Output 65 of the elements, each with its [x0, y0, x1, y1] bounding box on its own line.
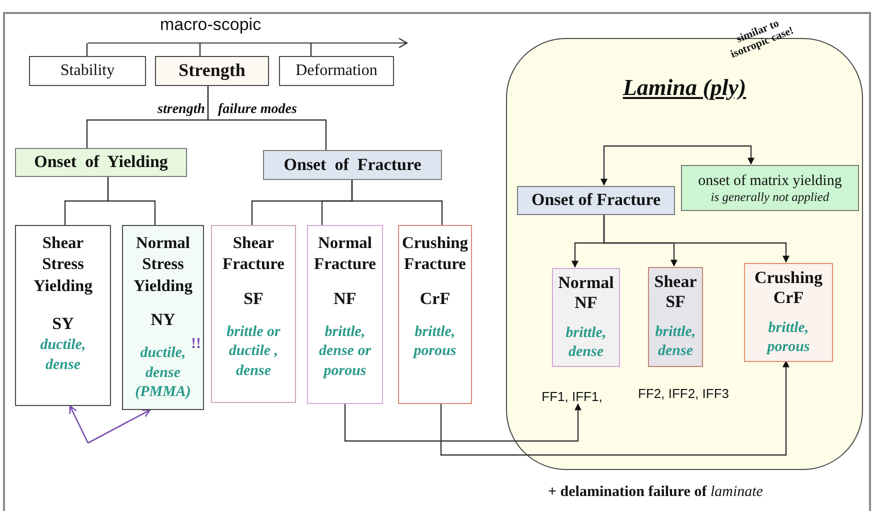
mode-title: Normal Fracture — [313, 232, 377, 275]
box-label: Stability — [60, 62, 115, 80]
group-box — [517, 186, 675, 215]
note-title: onset of matrix yielding — [698, 172, 842, 190]
mode-abbreviation: SY — [52, 314, 74, 334]
criteria-text: FF1, IFF1, — [542, 388, 602, 404]
box-label: Strength — [178, 61, 246, 81]
mode-abbreviation: CrF — [420, 288, 450, 309]
material-note: brittle, porous — [765, 318, 811, 358]
group-box — [15, 148, 187, 177]
mode-title: Shear Stress Yielding — [32, 232, 94, 296]
material-note: brittle, dense — [654, 322, 697, 362]
mode-abbreviation: NY — [150, 310, 176, 330]
category-box — [279, 56, 394, 86]
connector — [351, 180, 443, 225]
category-box — [29, 56, 146, 86]
failure-mode-box — [15, 225, 111, 406]
material-note: brittle, porous — [412, 322, 458, 362]
material-note: brittle, dense — [564, 324, 608, 362]
failure-mode-box — [744, 263, 833, 362]
criteria-text: FF2, IFF2, IFF3 — [638, 386, 730, 401]
connector — [207, 86, 327, 150]
box-label: Onset of Yielding — [34, 153, 168, 172]
branch-label: strength — [158, 102, 205, 118]
box-label: Onset of Fracture — [284, 156, 422, 174]
group-box — [263, 150, 442, 180]
branch-label: failure modes — [218, 102, 297, 118]
connector — [600, 145, 754, 186]
footnote: + delamination failure of laminate — [548, 484, 763, 501]
note-box — [681, 165, 859, 211]
mode-title: Normal Stress Yielding — [132, 232, 194, 296]
scale-arrow — [87, 37, 409, 49]
pointer-arrow — [69, 405, 89, 444]
connector — [107, 177, 156, 225]
note-text: is generally not applied — [710, 190, 830, 204]
mode-title: Shear SF — [653, 272, 698, 313]
material-note: brittle, dense or porous — [318, 322, 372, 381]
material-note: ductile, dense — [39, 336, 87, 375]
failure-mode-box — [211, 225, 296, 403]
mode-title: Crushing Fracture — [401, 232, 469, 275]
mode-title: Crushing CrF — [753, 268, 824, 309]
connector — [603, 214, 790, 263]
connector — [310, 43, 312, 56]
failure-mode-box — [552, 268, 620, 367]
connector — [86, 43, 88, 56]
pointer-arrow — [88, 409, 151, 444]
material-note: brittle or ductile , dense — [226, 322, 282, 381]
failure-mode-box — [307, 225, 383, 404]
failure-mode-box — [122, 225, 204, 410]
material-note: ductile, dense (PMMA) — [134, 344, 192, 402]
box-label: Deformation — [296, 62, 378, 80]
failure-mode-box — [398, 225, 472, 404]
mode-abbreviation: SF — [244, 288, 264, 309]
connector — [440, 360, 790, 456]
category-box — [155, 56, 269, 86]
mode-title: Shear Fracture — [222, 232, 286, 275]
mode-title: Normal NF — [557, 273, 615, 314]
connector — [344, 403, 582, 442]
connector — [199, 43, 201, 56]
axis-label: macro-scopic — [160, 15, 262, 35]
panel-title: Lamina (ply) — [622, 75, 746, 101]
emphasis-mark: !! — [191, 336, 201, 353]
box-label: Onset of Fracture — [531, 191, 661, 210]
mode-abbreviation: NF — [334, 288, 356, 309]
failure-mode-box — [648, 267, 703, 367]
